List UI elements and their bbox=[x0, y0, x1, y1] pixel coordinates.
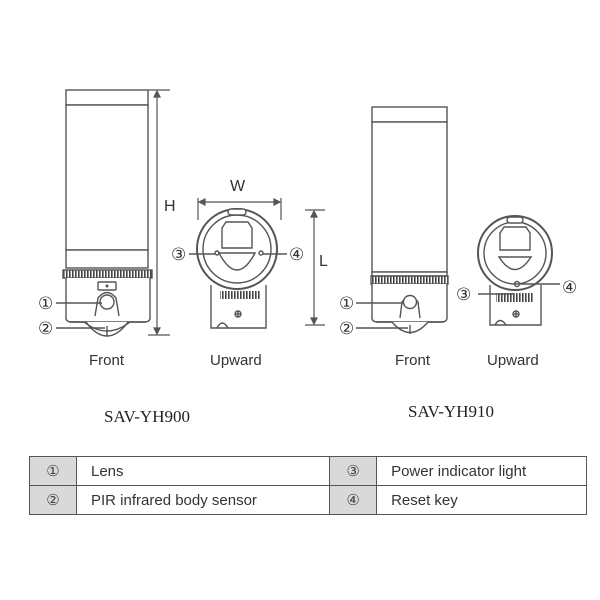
legend-label: PIR infrared body sensor bbox=[75, 485, 331, 515]
callout-2-yh900: ② bbox=[38, 319, 54, 338]
front-view-label-yh900: Front bbox=[89, 352, 125, 369]
yh910-upward-view bbox=[477, 215, 553, 326]
table-row: ① Lens ③ Power indicator light bbox=[29, 456, 587, 486]
legend-label: Reset key bbox=[376, 485, 587, 515]
yh900-upward-view bbox=[196, 208, 278, 329]
callout-1-yh910: ① bbox=[339, 294, 355, 313]
height-label: H bbox=[164, 198, 176, 215]
callout-4-yh900: ④ bbox=[289, 245, 305, 264]
callout-2-yh910: ② bbox=[339, 319, 355, 338]
legend-label: Power indicator light bbox=[376, 456, 587, 486]
upward-view-label-yh900: Upward bbox=[210, 352, 262, 369]
legend-label: Lens bbox=[75, 456, 331, 486]
width-label: W bbox=[230, 178, 246, 195]
yh900-front-view bbox=[62, 89, 153, 337]
callout-4-yh910: ④ bbox=[562, 278, 578, 297]
callout-1-yh900: ① bbox=[38, 294, 54, 313]
length-dimension bbox=[305, 209, 325, 326]
callout-3-yh910: ③ bbox=[456, 285, 472, 304]
upward-view-label-yh910: Upward bbox=[487, 352, 539, 369]
height-dimension bbox=[148, 89, 170, 336]
legend-table: ① Lens ③ Power indicator light ② PIR inf… bbox=[29, 456, 587, 515]
width-dimension bbox=[197, 198, 282, 220]
legend-number: ① bbox=[29, 456, 77, 486]
front-view-label-yh910: Front bbox=[395, 352, 431, 369]
yh910-front-view bbox=[370, 106, 449, 334]
model-name-yh910: SAV-YH910 bbox=[408, 402, 494, 421]
legend-number: ② bbox=[29, 485, 77, 515]
model-name-yh900: SAV-YH900 bbox=[104, 407, 190, 426]
callout-3-yh900: ③ bbox=[171, 245, 187, 264]
table-row: ② PIR infrared body sensor ④ Reset key bbox=[29, 485, 587, 515]
legend-number: ③ bbox=[329, 456, 378, 486]
legend-number: ④ bbox=[329, 485, 378, 515]
length-label: L bbox=[319, 253, 328, 270]
